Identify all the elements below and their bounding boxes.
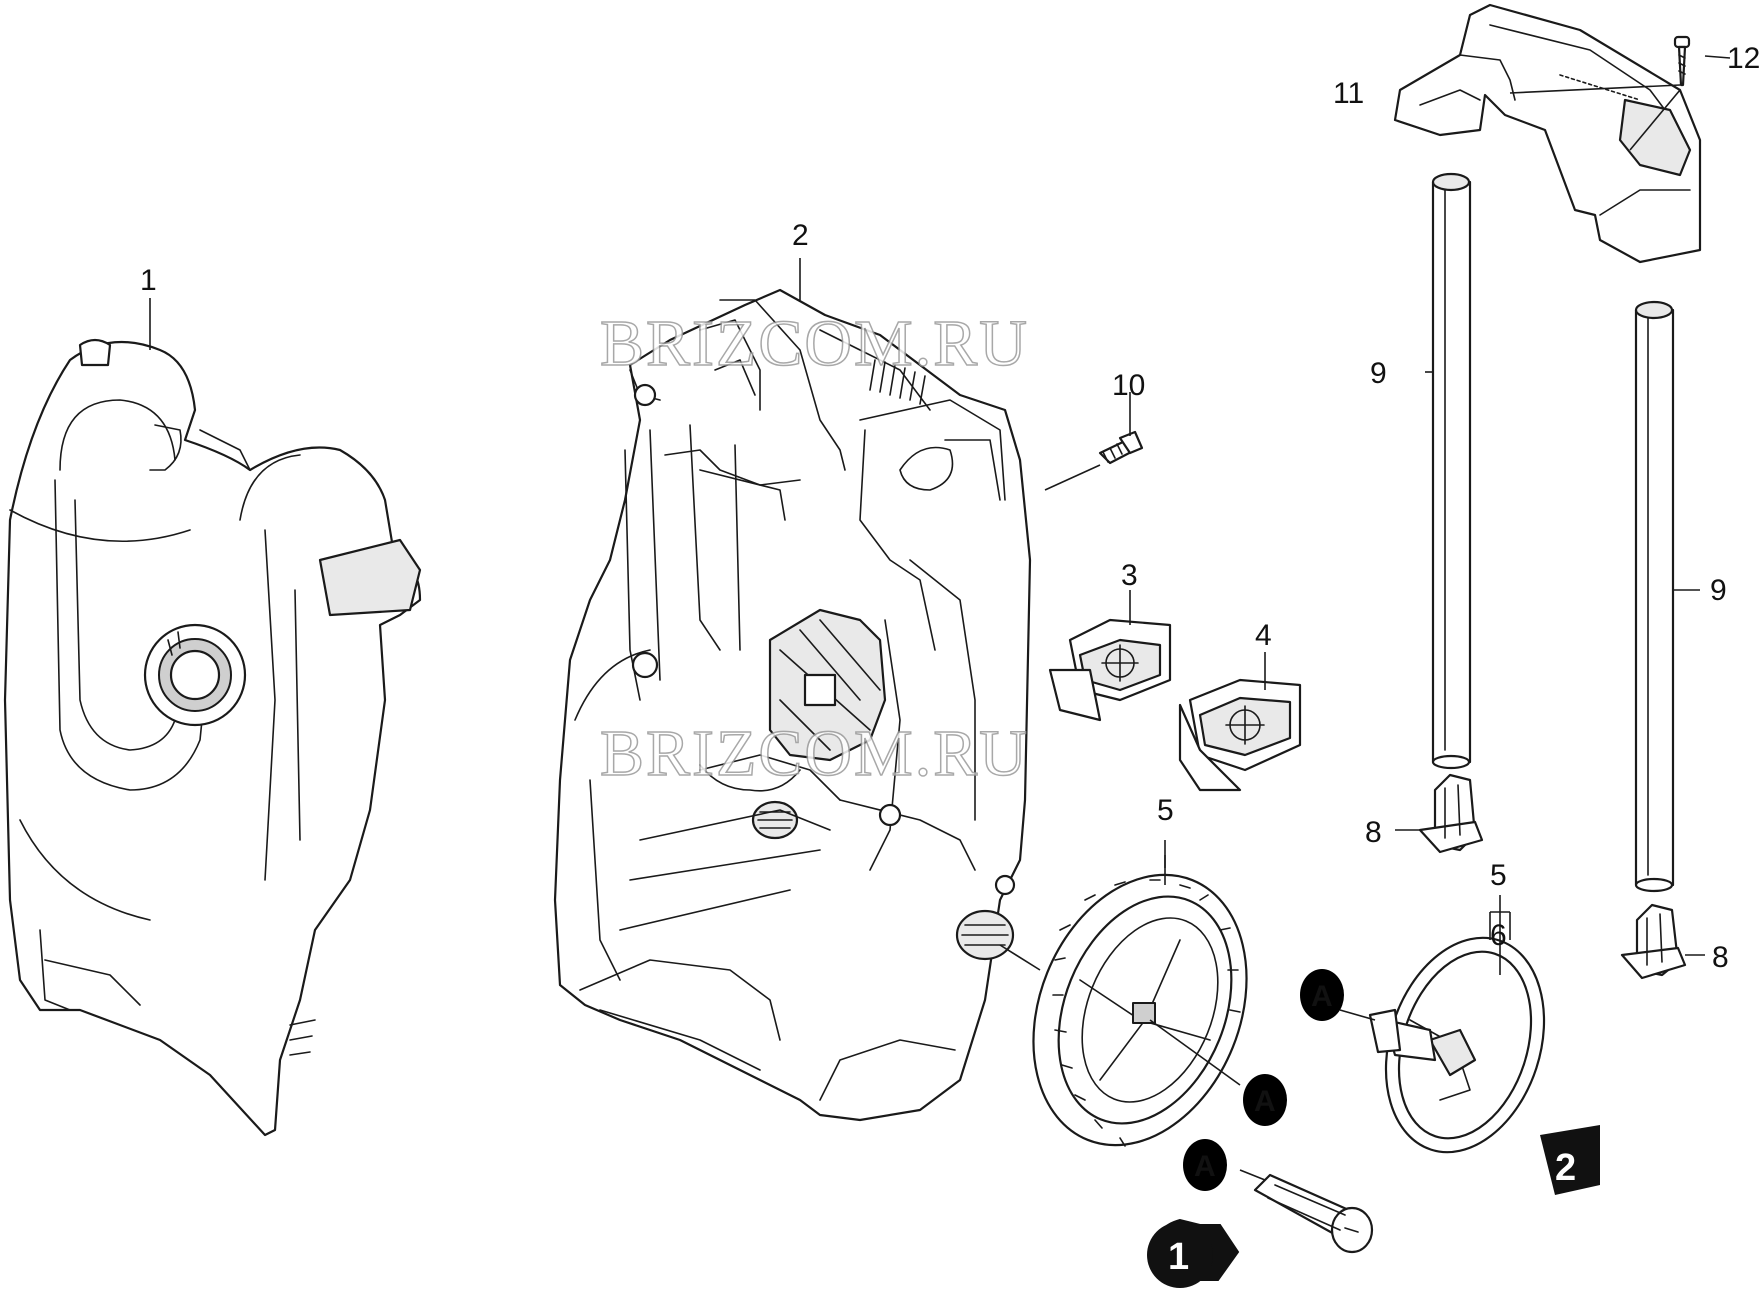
watermark-middle: BRIZCOM.RU xyxy=(600,717,1029,790)
assembly-marker-wheel: A xyxy=(1243,1074,1287,1126)
axle-pin-part xyxy=(1253,1173,1374,1254)
end-cap-part-8-left xyxy=(1418,773,1484,854)
assembly-marker-hub: A xyxy=(1300,969,1344,1021)
callout-6: 6 xyxy=(1490,919,1507,952)
svg-text:1: 1 xyxy=(1168,1236,1189,1278)
callout-5-hub: 5 xyxy=(1490,859,1507,892)
step-marker-2: 2 xyxy=(1540,1125,1600,1195)
assembly-marker-pin: A xyxy=(1183,1139,1227,1191)
svg-text:A: A xyxy=(1194,1150,1216,1183)
tube-part-9-left xyxy=(1431,172,1472,770)
screw-part-10 xyxy=(1098,430,1144,465)
callout-5-wheel: 5 xyxy=(1157,794,1174,827)
clip-block-part-4 xyxy=(1178,678,1302,792)
callout-3: 3 xyxy=(1121,559,1138,592)
callout-4: 4 xyxy=(1255,619,1272,652)
svg-text:2: 2 xyxy=(1555,1147,1576,1189)
tube-part-9-right xyxy=(1634,300,1675,893)
wheel-part-5 xyxy=(1032,873,1248,1147)
handle-part-11 xyxy=(1393,3,1702,264)
callout-8-left: 8 xyxy=(1365,816,1382,849)
housing-frame-part xyxy=(553,288,1032,1122)
svg-text:A: A xyxy=(1311,980,1333,1013)
clip-block-part-3 xyxy=(1048,618,1172,722)
watermark-top: BRIZCOM.RU xyxy=(600,307,1029,380)
leader-lines xyxy=(149,55,1731,1181)
callout-labels: 1 2 10 3 4 5 5 6 11 12 9 9 8 8 xyxy=(140,42,1760,974)
callout-2: 2 xyxy=(792,219,809,252)
svg-text:A: A xyxy=(1254,1085,1276,1118)
callout-11: 11 xyxy=(1333,77,1364,110)
callout-1: 1 xyxy=(140,264,157,297)
callout-12: 12 xyxy=(1727,42,1760,75)
end-cap-part-8-right xyxy=(1620,903,1687,980)
callout-9-right: 9 xyxy=(1710,574,1727,607)
step-marker-1: 1 xyxy=(1147,1218,1240,1288)
front-cover-part xyxy=(3,338,422,1137)
hub-cap-part-6 xyxy=(1368,936,1546,1154)
callout-9-left: 9 xyxy=(1370,357,1387,390)
screw-part-12 xyxy=(1673,35,1691,87)
callout-10: 10 xyxy=(1112,369,1145,402)
callout-8-right: 8 xyxy=(1712,941,1729,974)
